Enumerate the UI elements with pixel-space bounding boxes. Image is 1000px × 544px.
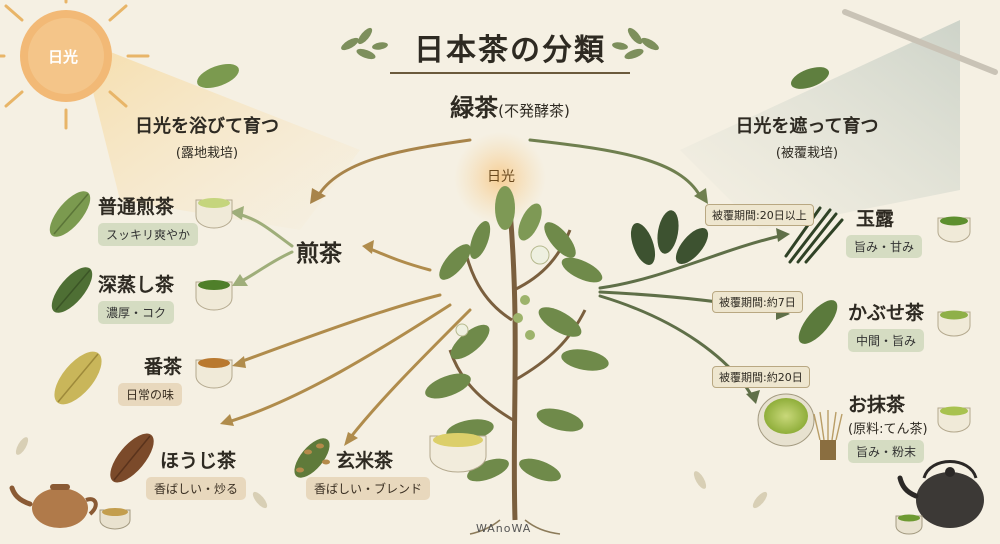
cup-matcha-icon: [937, 406, 971, 433]
teacup-left-icon: [99, 508, 131, 530]
title-underline: [390, 72, 630, 74]
teapot-left-icon: [9, 484, 98, 528]
tea-sub: (原料:てん茶): [848, 422, 928, 437]
teacup-right-icon: [895, 514, 923, 535]
leaf-futsu-sencha-icon: [49, 191, 91, 237]
cup-genmaicha-icon: [429, 433, 487, 473]
period-gyokuro: 被覆期間:20日以上: [705, 204, 814, 226]
shade-beam: [680, 20, 960, 230]
tea-tag: 旨み・甘み: [846, 235, 923, 258]
tea-gyokuro: 玉露 旨み・甘み: [846, 204, 923, 258]
leaf-top-right-icon: [790, 67, 830, 89]
arrow-to-houjicha: [226, 303, 452, 424]
tea-name: 玄米茶: [336, 450, 394, 472]
cup-fukamushi-icon: [195, 280, 233, 311]
tea-genmaicha: 玄米茶 香ばしい・ブレンド: [306, 446, 431, 500]
leaf-houjicha-icon: [110, 433, 154, 483]
page-title: 日本茶の分類: [414, 33, 606, 68]
period-matcha: 被覆期間:約20日: [712, 366, 810, 388]
right-region-label: 日光を遮って育つ: [735, 116, 879, 137]
tea-kabusecha: かぶせ茶 中間・旨み: [848, 298, 925, 352]
tea-tag: スッキリ爽やか: [98, 223, 199, 246]
tea-futsu-sencha: 普通煎茶 スッキリ爽やか: [98, 192, 199, 246]
leaf-genmaicha-icon: [294, 438, 330, 478]
tea-bancha: 番茶 日常の味: [118, 352, 183, 406]
tea-name: 普通煎茶: [98, 196, 175, 218]
arrow-to-sencha: [316, 138, 472, 198]
title-leaves-left-icon: [341, 27, 388, 60]
shade-cover-icon: [842, 9, 998, 75]
cup-gyokuro-icon: [937, 216, 971, 243]
chasen-whisk-icon: [813, 410, 843, 460]
left-region-label: 日光を浴びて育つ: [135, 116, 279, 137]
sun-label: 日光: [48, 48, 79, 66]
tea-fukamushi: 深蒸し茶 濃厚・コク: [98, 270, 175, 324]
tea-name: かぶせ茶: [848, 302, 925, 324]
matcha-bowl-icon: [757, 393, 815, 447]
cup-bancha-icon: [195, 358, 233, 389]
center-sun-label: 日光: [487, 169, 515, 185]
cup-futsu-sencha-icon: [195, 198, 233, 229]
leaf-top-left-icon: [197, 63, 239, 89]
sun-icon: [0, 0, 150, 130]
decorative-leaves-icon: [15, 437, 768, 509]
tea-name: 玉露: [856, 208, 895, 230]
tea-name: 番茶: [144, 356, 183, 378]
arrow-plant-to-sencha: [366, 246, 432, 272]
green-tea-note: (不発酵茶): [498, 102, 570, 120]
right-region-sub: (被覆栽培): [775, 146, 839, 161]
tea-name: 深蒸し茶: [98, 274, 175, 296]
leaf-fukamushi-icon: [51, 267, 93, 313]
iron-kettle-icon: [897, 460, 984, 528]
period-kabusecha: 被覆期間:約7日: [712, 291, 803, 313]
tea-name: お抹茶: [848, 394, 906, 416]
sencha-label: 煎茶: [296, 241, 342, 267]
green-tea-heading: 緑茶(不発酵茶): [380, 88, 640, 123]
left-region: 日光を浴びて育つ (露地栽培): [112, 112, 302, 161]
green-tea-label: 緑茶: [450, 94, 499, 122]
arrow-to-bancha: [238, 293, 442, 364]
tea-plant-icon: [425, 186, 609, 535]
arrow-to-gyokuro: [528, 138, 702, 198]
tea-tag: 香ばしい・炒る: [146, 477, 247, 500]
tea-matcha: お抹茶 (原料:てん茶) 旨み・粉末: [848, 390, 928, 463]
tea-name: ほうじ茶: [160, 450, 237, 472]
shaded-leaves-icon: [630, 210, 709, 265]
brand-label: WAnoWA: [476, 522, 532, 535]
gyokuro-needle-leaves-icon: [784, 206, 844, 264]
title-leaves-right-icon: [612, 27, 659, 60]
right-region: 日光を遮って育つ (被覆栽培): [712, 112, 902, 161]
cup-kabusecha-icon: [937, 310, 971, 337]
tea-tag: 中間・旨み: [848, 329, 925, 352]
arrow-to-genmaicha: [348, 308, 472, 440]
leaf-kabusecha-icon: [798, 300, 838, 344]
leaf-bancha-icon: [54, 351, 102, 405]
tea-houjicha: ほうじ茶 香ばしい・炒る: [146, 446, 247, 500]
tea-tag: 日常の味: [118, 383, 183, 406]
tea-tag: 旨み・粉末: [848, 440, 925, 463]
center-sun-glow: [454, 132, 546, 224]
sunlight-beam: [80, 40, 360, 230]
tea-tag: 濃厚・コク: [98, 301, 175, 324]
left-region-sub: (露地栽培): [175, 146, 239, 161]
tea-tag: 香ばしい・ブレンド: [306, 477, 431, 500]
